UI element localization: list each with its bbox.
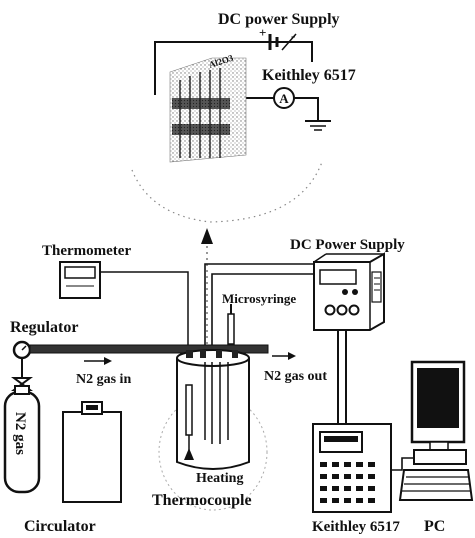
keithley-bottom-label: Keithley 6517 (312, 519, 400, 535)
heating-bath (158, 393, 268, 511)
circuit-wire-left (154, 41, 268, 95)
dc-supply-label: DC Power Supply (290, 237, 405, 253)
dc-supply-display (319, 269, 357, 285)
thermometer-label: Thermometer (42, 243, 131, 259)
pore-lines (179, 68, 221, 158)
n2-cylinder-label: N2 gas (12, 412, 28, 455)
thermometer (59, 261, 189, 350)
gas-out-arrowhead (288, 352, 296, 360)
thermocouple-probe (185, 384, 193, 436)
dc-supply-side-panel (371, 271, 382, 303)
reaction-cell (158, 349, 268, 511)
gas-pipe (29, 344, 269, 354)
pc (398, 360, 474, 501)
sample-cell-inset: + - A Al2O3 DC power Supply Keithley 651… (154, 11, 356, 163)
circuit-wire-right (290, 41, 313, 62)
electrode-band-2 (172, 124, 230, 135)
magnification-arrowhead (201, 228, 213, 244)
polarity-plus: + (259, 25, 266, 40)
dc-supply-top-label: DC power Supply (218, 11, 340, 28)
keithley-top-label: Keithley 6517 (262, 67, 356, 84)
dc-wire-1 (204, 263, 314, 350)
ammeter-wire-right (294, 97, 319, 120)
magnification-arc (131, 161, 323, 223)
ammeter-letter: A (279, 91, 289, 106)
circulator (62, 401, 122, 503)
pc-label: PC (424, 518, 445, 535)
pc-screen (417, 368, 459, 428)
regulator-label: Regulator (10, 319, 78, 336)
thermometer-probe-wire (100, 271, 189, 350)
keithley-pc-cable (391, 457, 415, 471)
thermometer-display (64, 266, 96, 279)
cell-lid (176, 349, 250, 367)
thermocouple-arrowhead (184, 448, 194, 460)
circulator-label: Circulator (24, 518, 96, 535)
gas-out-label: N2 gas out (264, 369, 327, 384)
pc-keyboard (398, 469, 474, 501)
thermocouple-label: Thermocouple (152, 492, 252, 509)
cell-vessel (176, 358, 250, 470)
heating-label: Heating (196, 471, 243, 486)
gas-in-label: N2 gas in (76, 372, 131, 387)
keithley-electrometer (312, 423, 392, 513)
n2-cylinder: N2 gas (3, 385, 41, 494)
keithley-keypad (320, 462, 375, 503)
electrode-band-1 (172, 98, 230, 109)
polarity-minus: - (291, 28, 295, 43)
dc-power-supply (313, 252, 385, 331)
gas-in-arrowhead (104, 357, 112, 365)
battery-variable-arrow (281, 33, 297, 51)
microsyringe-label: Microsyringe (222, 291, 296, 306)
pc-base (413, 449, 467, 465)
al2o3-membrane (169, 57, 247, 163)
dc-wire-2 (211, 273, 314, 350)
regulator (11, 340, 33, 391)
